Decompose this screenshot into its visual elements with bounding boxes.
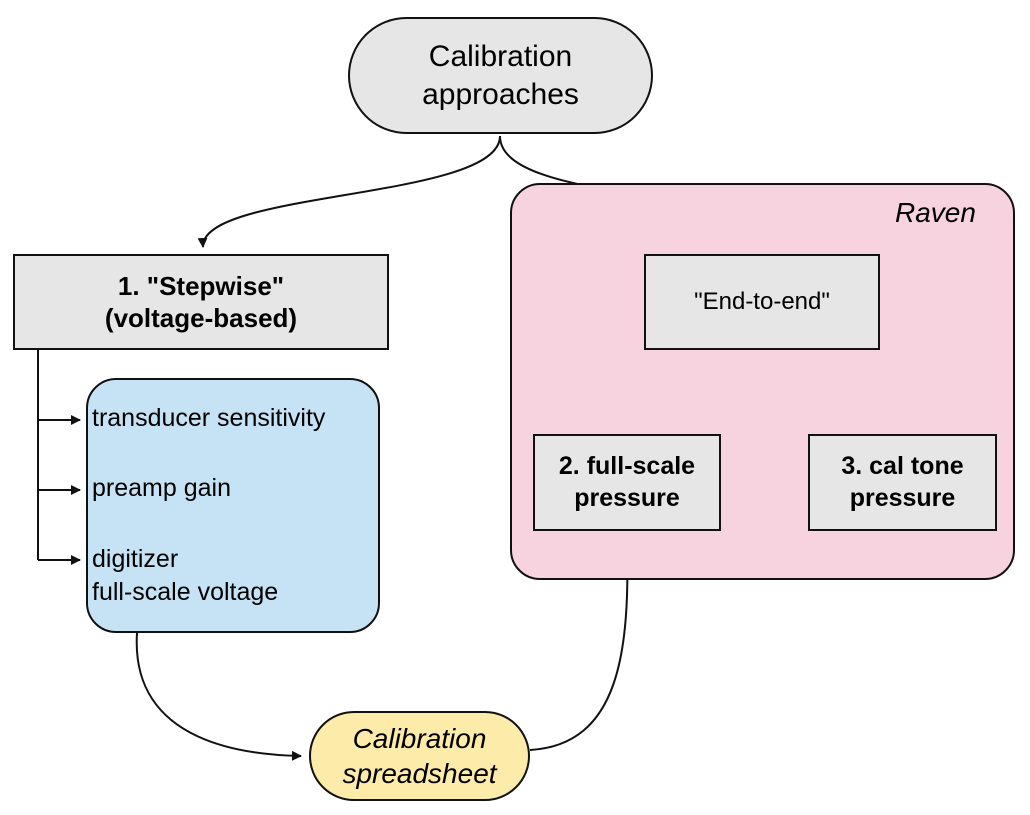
parameter-label: transducer sensitivity [92, 404, 326, 432]
calibration-spreadsheet-node: Calibration spreadsheet [309, 711, 530, 801]
calibration-approaches-line-1: Calibration [428, 40, 573, 73]
parameter-digitizer-full-scale-voltage: digitizer full-scale voltage [92, 543, 278, 608]
stepwise-line-2: (voltage-based) [104, 303, 298, 333]
cal-tone-line-2: pressure [849, 483, 956, 512]
stepwise-line-1: 1. "Stepwise" [117, 270, 285, 301]
parameter-label: preamp gain [92, 474, 231, 502]
edge-spreadsheet-to-full-scale [529, 538, 633, 751]
full-scale-line-2: pressure [574, 483, 680, 512]
raven-group-label: Raven [895, 197, 976, 228]
full-scale-line-1: 2. full-scale [558, 452, 696, 481]
calibration-approaches-line-2: approaches [422, 77, 579, 111]
full-scale-pressure-node: 2. full-scale pressure [533, 434, 721, 531]
stepwise-parameters-panel [86, 378, 380, 633]
calibration-spreadsheet-line-1: Calibration [352, 723, 487, 754]
parameter-preamp-gain: preamp gain [92, 472, 231, 505]
calibration-spreadsheet-line-2: spreadsheet [342, 758, 497, 789]
cal-tone-pressure-node: 3. cal tone pressure [808, 434, 997, 531]
end-to-end-label: "End-to-end" [694, 288, 830, 315]
edge-root-to-stepwise [197, 135, 501, 248]
edge-parameters-to-spreadsheet [135, 632, 302, 761]
calibration-approaches-node: Calibration approaches [348, 17, 653, 134]
cal-tone-line-1: 3. cal tone [841, 452, 964, 481]
end-to-end-node: "End-to-end" [644, 254, 880, 350]
parameter-label: digitizer [92, 545, 179, 573]
stepwise-node: 1. "Stepwise" (voltage-based) [13, 254, 389, 350]
parameter-transducer-sensitivity: transducer sensitivity [92, 402, 325, 435]
parameter-label-line-2: full-scale voltage [92, 577, 279, 606]
